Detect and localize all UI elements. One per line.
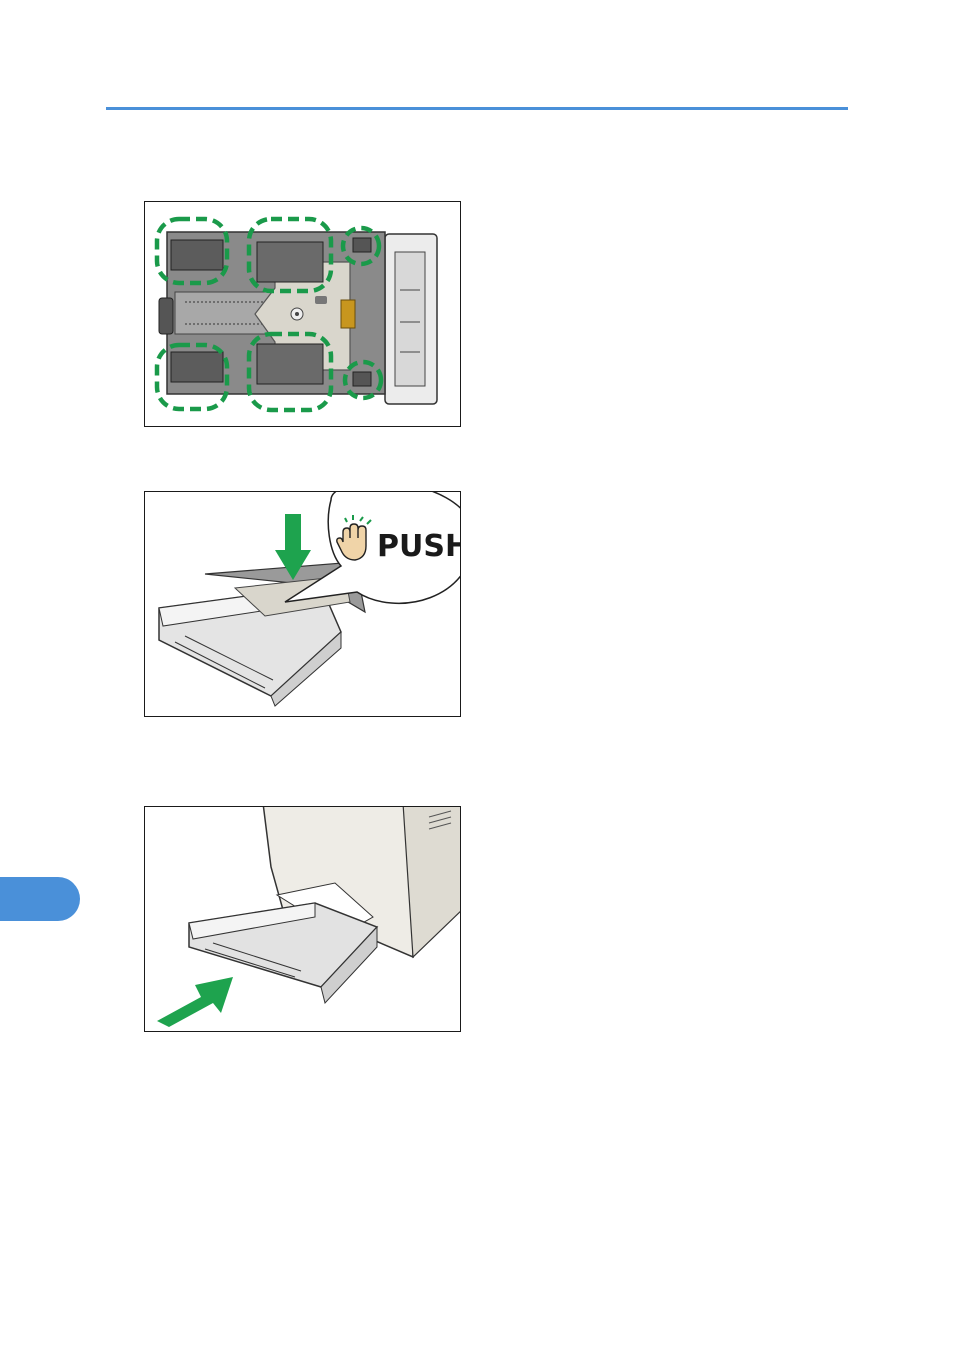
chapter-tab [0, 877, 80, 921]
push-plate-figure: PUSH [144, 491, 461, 717]
push-plate-illustration: PUSH [145, 492, 460, 716]
push-label: PUSH [377, 529, 460, 564]
header-rule [106, 107, 848, 110]
insert-tray-illustration [145, 807, 460, 1031]
insert-tray-figure [144, 806, 461, 1032]
insert-arrow-icon [157, 977, 233, 1027]
tray-guides-figure [144, 201, 461, 427]
tray-guides-illustration [145, 202, 460, 426]
